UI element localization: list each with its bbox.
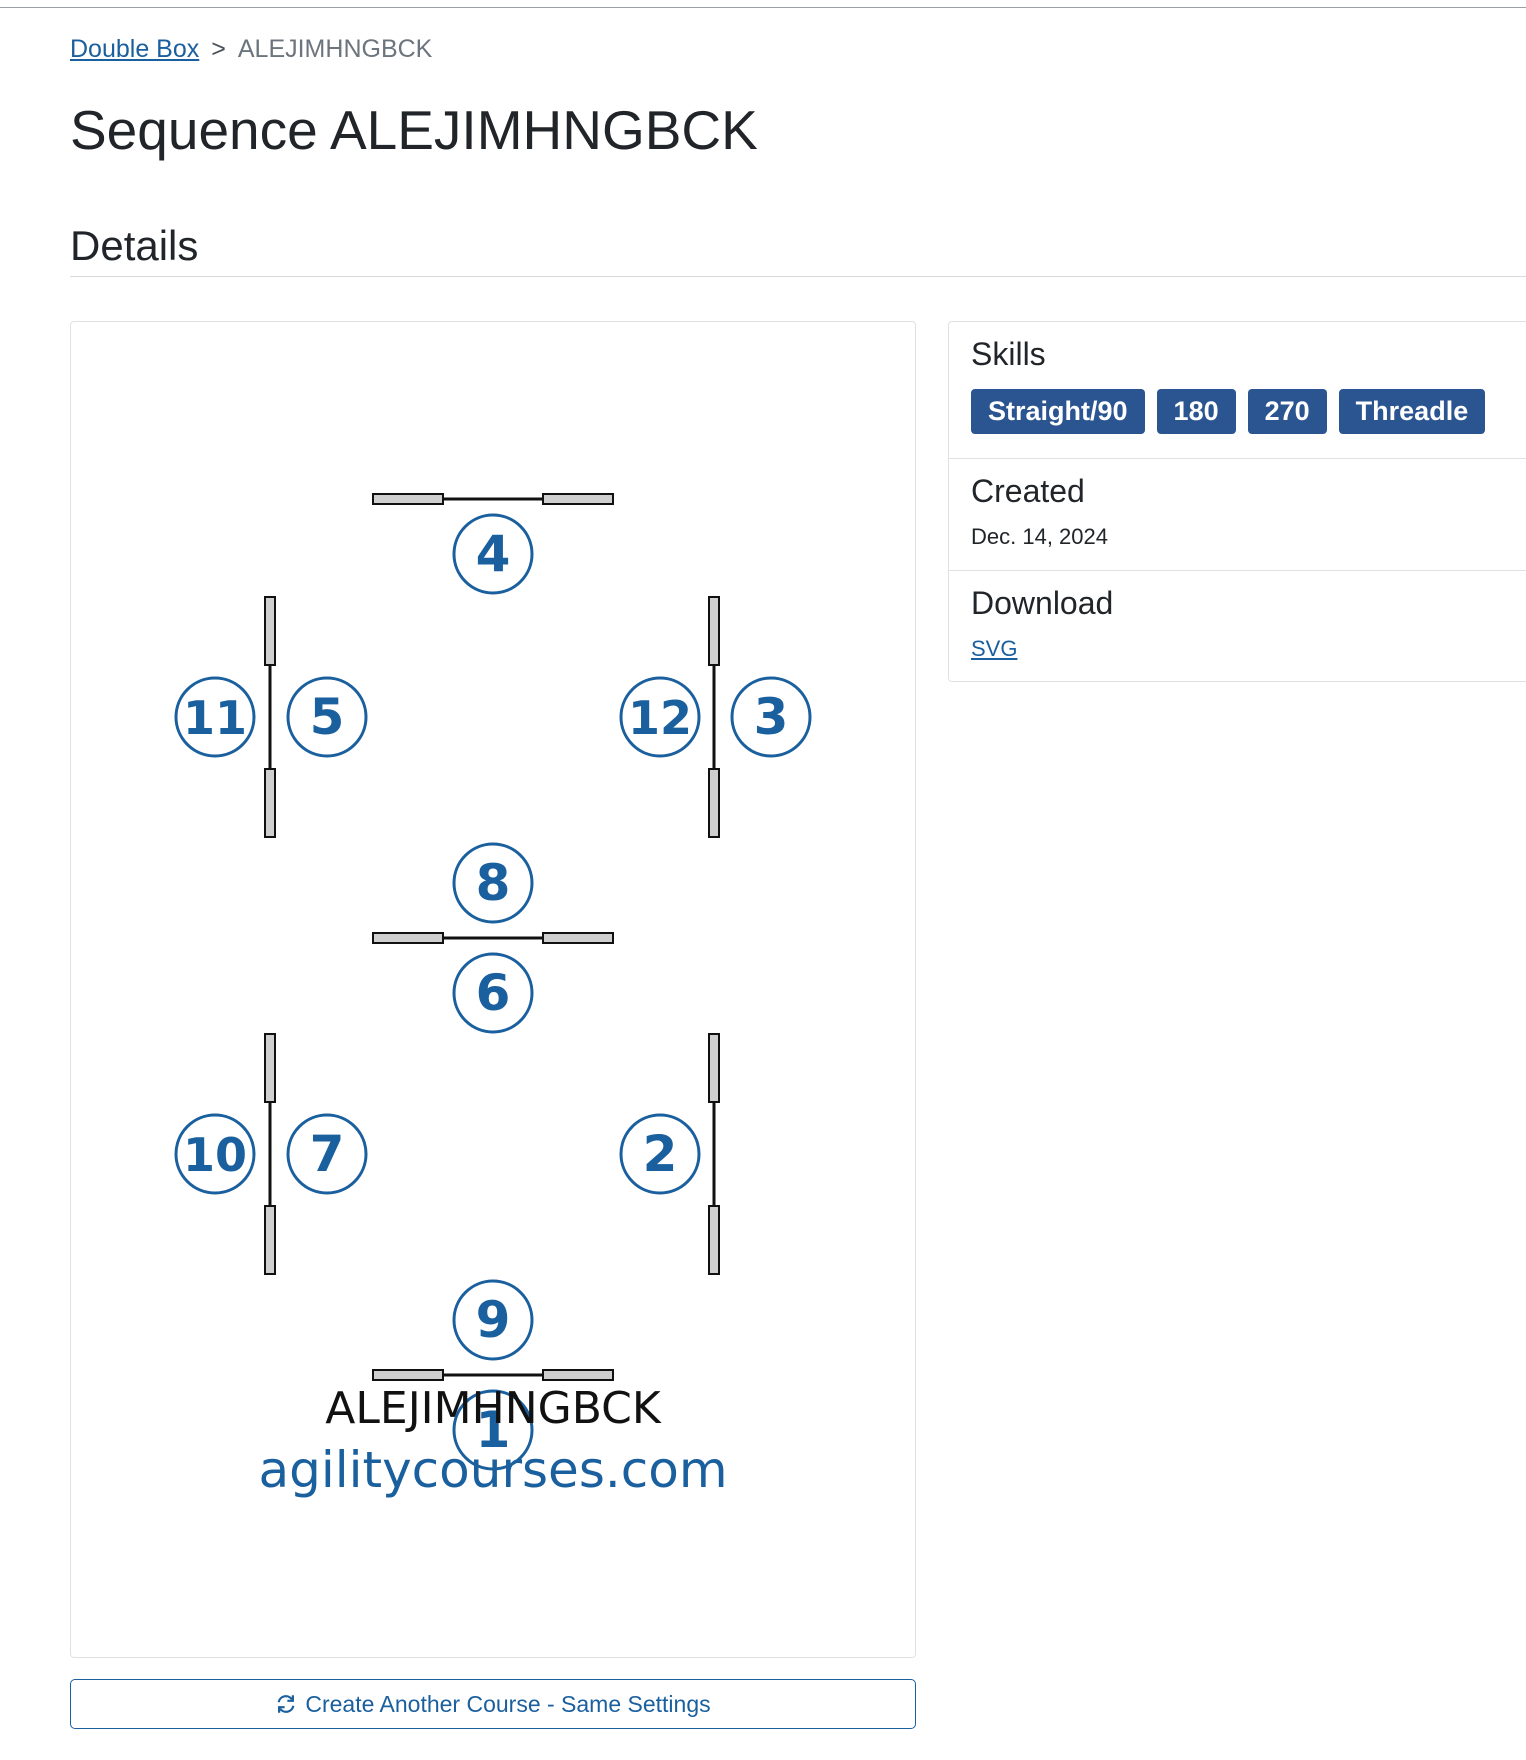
jump-number-10: 10 — [174, 1113, 256, 1195]
jump-number-3: 3 — [730, 676, 812, 758]
jump-number-label: 2 — [643, 1125, 678, 1183]
page-title: Sequence ALEJIMHNGBCK — [70, 99, 758, 161]
skill-badge: Straight/90 — [971, 389, 1145, 434]
jump-number-label: 8 — [476, 854, 511, 912]
jump-horizontal — [372, 1369, 614, 1381]
jump-number-7: 7 — [286, 1113, 368, 1195]
created-heading: Created — [971, 473, 1085, 509]
created-date: Dec. 14, 2024 — [971, 524, 1108, 549]
jump-vertical — [708, 1033, 720, 1275]
jump-number-5: 5 — [286, 676, 368, 758]
jump-number-label: 3 — [754, 688, 789, 746]
skill-badge: Threadle — [1338, 389, 1486, 434]
section-title: Details — [70, 222, 199, 269]
refresh-icon — [277, 1695, 295, 1713]
jump-number-6: 6 — [452, 952, 534, 1034]
jump-vertical — [708, 596, 720, 838]
jump-vertical — [264, 596, 276, 838]
jump-number-1: 1 — [452, 1389, 534, 1471]
download-svg-link[interactable]: SVG — [971, 636, 1018, 661]
details-panel: Skills Straight/90 180 270 Threadle Crea… — [948, 321, 1526, 682]
jump-number-label: 1 — [476, 1401, 511, 1459]
breadcrumb-separator: > — [211, 35, 226, 63]
jump-number-label: 9 — [476, 1291, 511, 1349]
site-watermark: agilitycourses.com — [258, 1441, 727, 1499]
jump-number-11: 11 — [174, 676, 256, 758]
skill-badge: 180 — [1156, 389, 1236, 434]
create-another-course-button[interactable]: Create Another Course - Same Settings — [70, 1679, 916, 1729]
create-another-course-label: Create Another Course - Same Settings — [305, 1690, 711, 1717]
jump-number-label: 4 — [476, 525, 511, 583]
jump-number-label: 12 — [628, 691, 692, 745]
course-sequence-code: ALEJIMHNGBCK — [325, 1383, 662, 1434]
download-heading: Download — [971, 585, 1114, 621]
jump-number-12: 12 — [619, 676, 701, 758]
top-divider — [0, 7, 1526, 8]
created-section: Created Dec. 14, 2024 — [949, 458, 1526, 570]
jump-horizontal — [372, 932, 614, 944]
skill-badge: 270 — [1247, 389, 1327, 434]
skills-section: Skills Straight/90 180 270 Threadle — [949, 322, 1526, 458]
jump-horizontal — [372, 493, 614, 505]
jump-number-4: 4 — [452, 513, 534, 595]
skills-heading: Skills — [971, 336, 1046, 372]
jump-number-2: 2 — [619, 1113, 701, 1195]
jump-number-8: 8 — [452, 842, 534, 924]
breadcrumb-link-parent[interactable]: Double Box — [70, 35, 200, 63]
breadcrumb-current: ALEJIMHNGBCK — [237, 35, 433, 63]
breadcrumb: Double Box > ALEJIMHNGBCK — [70, 35, 432, 64]
jump-bars — [264, 493, 720, 1381]
jump-number-label: 10 — [183, 1128, 247, 1182]
jump-number-label: 6 — [476, 964, 511, 1022]
skills-list: Straight/90 180 270 Threadle — [971, 389, 1526, 434]
jump-number-9: 9 — [452, 1279, 534, 1361]
section-divider — [70, 276, 1526, 277]
download-section: Download SVG — [949, 570, 1526, 682]
jump-number-label: 5 — [310, 688, 345, 746]
jump-number-label: 7 — [310, 1125, 345, 1183]
jump-number-label: 11 — [183, 691, 247, 745]
jump-vertical — [264, 1033, 276, 1275]
